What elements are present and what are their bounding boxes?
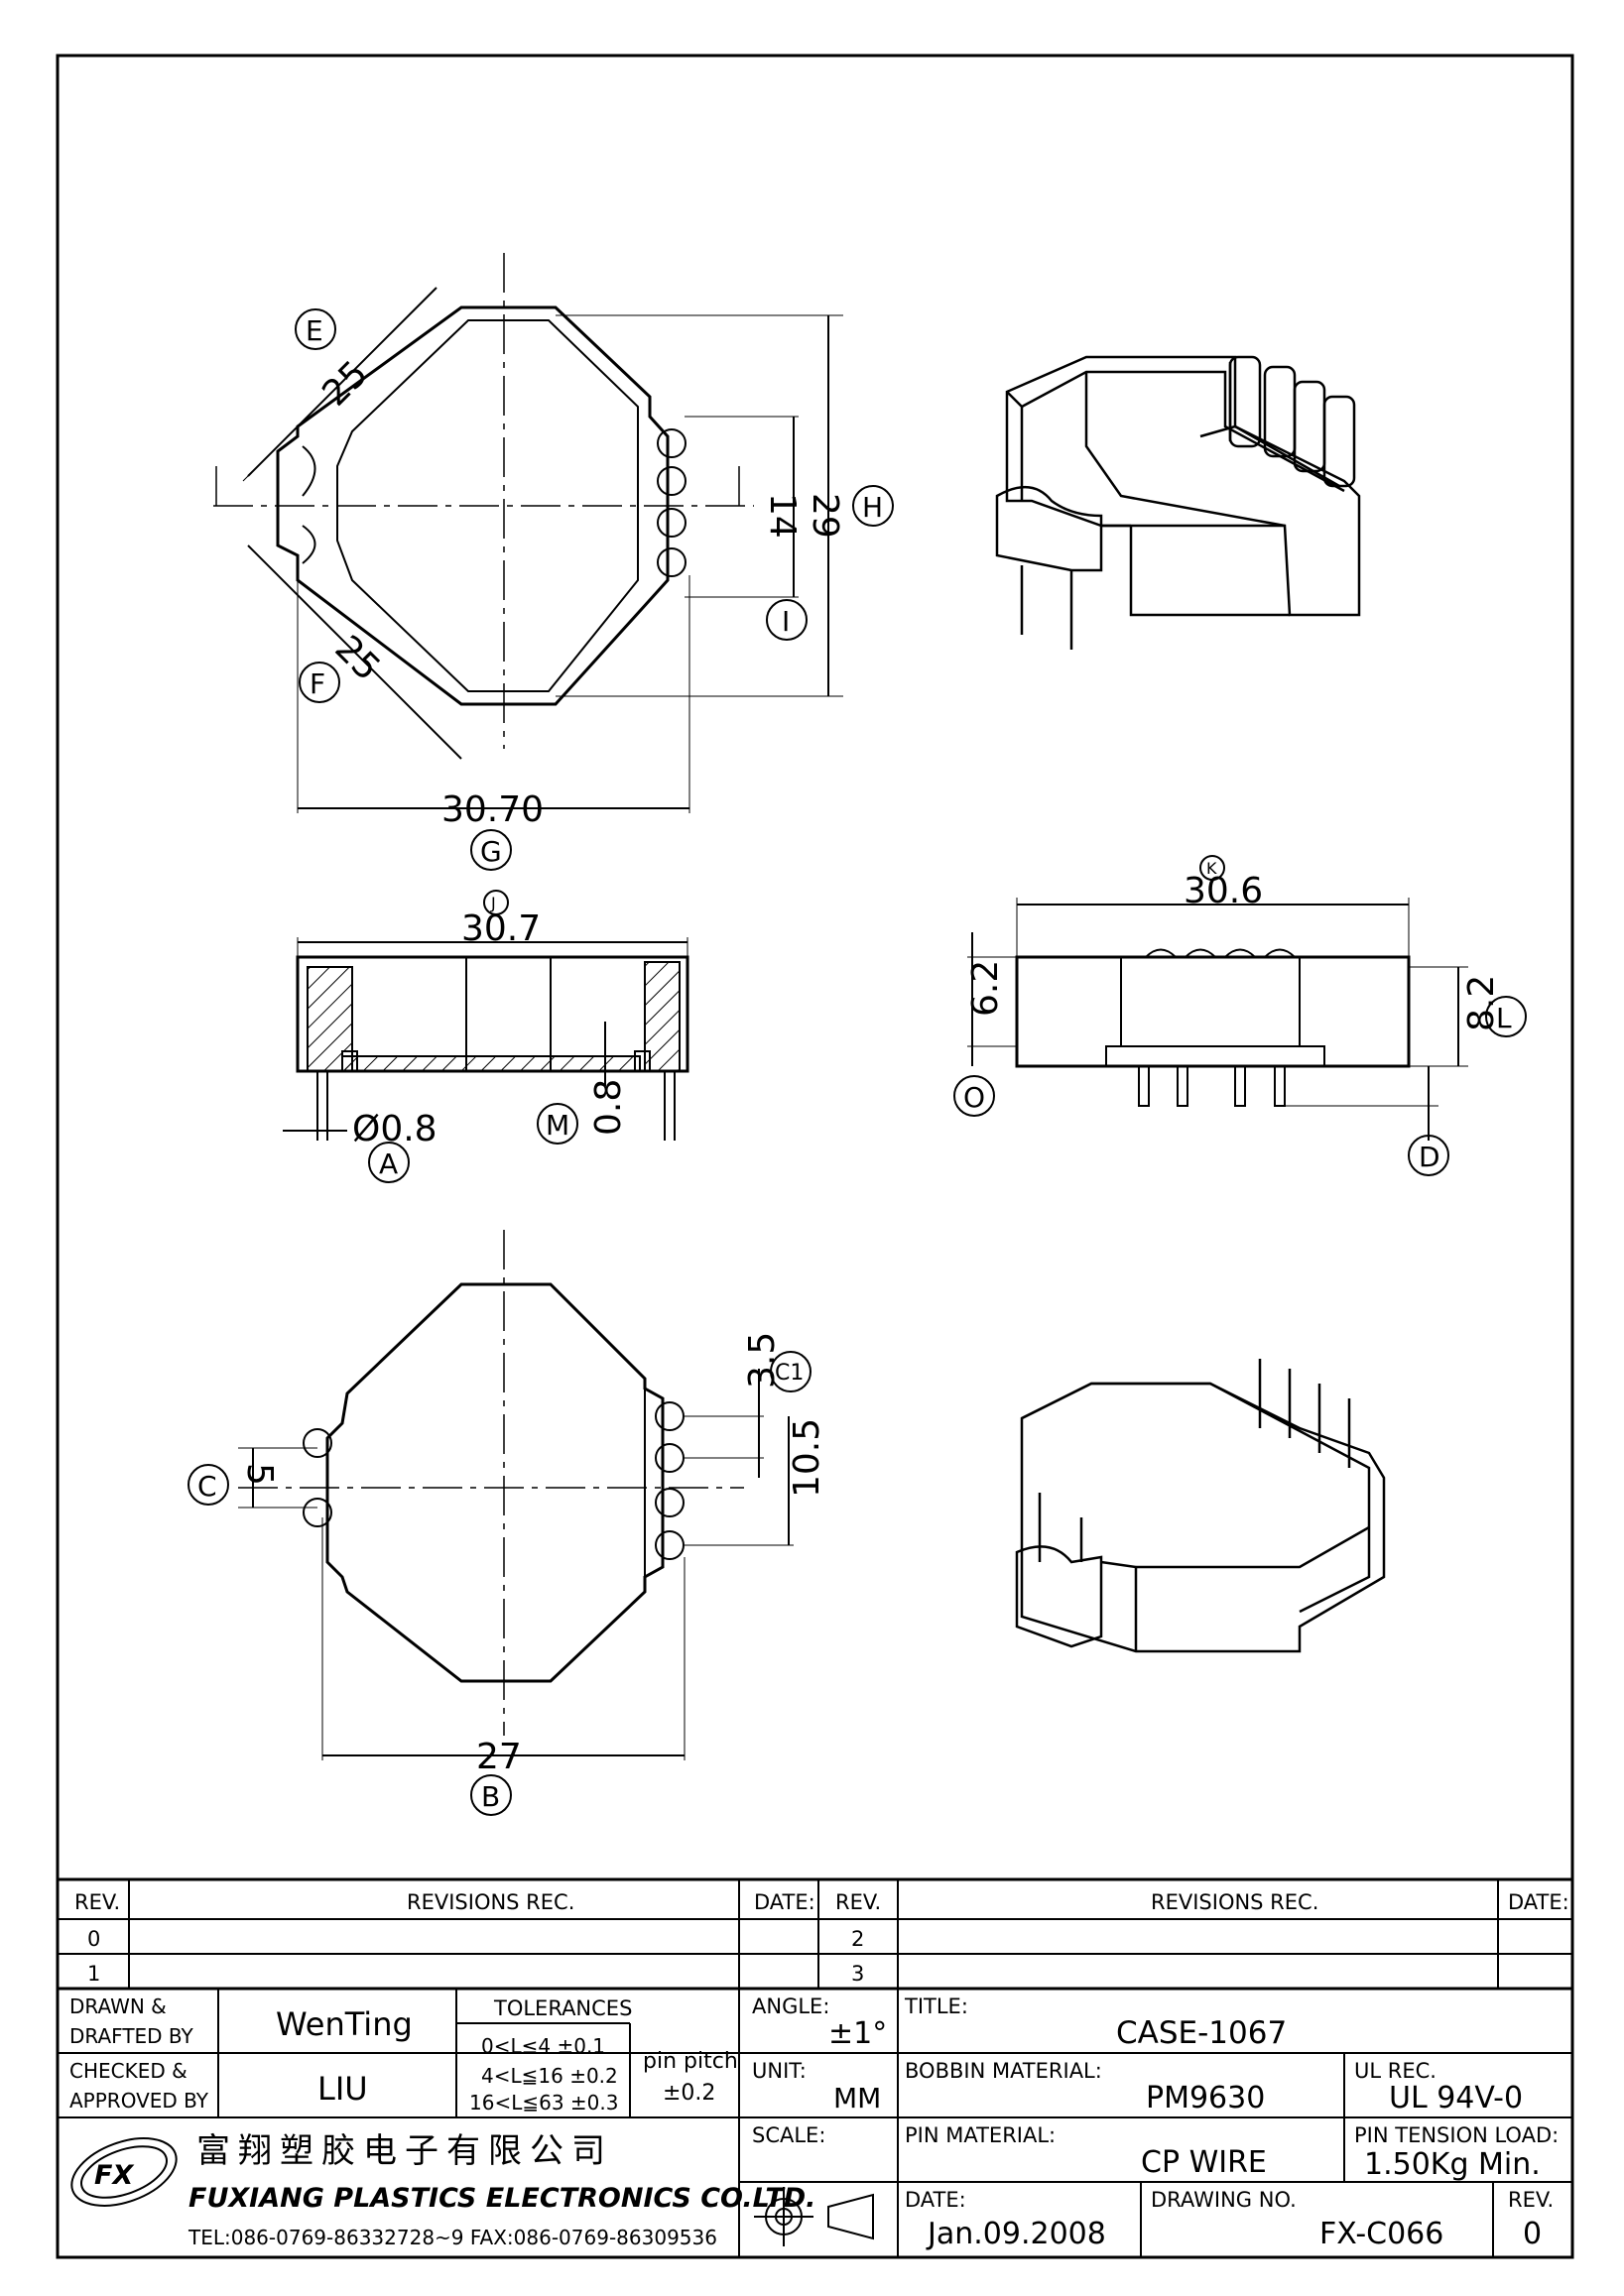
company-name-en: FUXIANG PLASTICS ELECTRONICS CO.LTD. xyxy=(188,2183,815,2214)
title-label: TITLE: xyxy=(904,1994,968,2018)
dim-c1-value: 3.5 xyxy=(742,1332,783,1389)
rev-label: REV. xyxy=(1508,2188,1554,2212)
date-header-right: DATE: xyxy=(1508,1890,1569,1914)
angle-value: ±1° xyxy=(828,2016,887,2051)
unit-label: UNIT: xyxy=(752,2059,807,2083)
dim-i-value: 14 xyxy=(762,493,803,539)
title-block: REV. REVISIONS REC. DATE: REV. REVISIONS… xyxy=(58,1877,1572,2257)
projection-symbol-icon xyxy=(754,2187,874,2246)
callout-l: L xyxy=(1496,1002,1512,1034)
dim-m-value: 0.8 xyxy=(588,1079,629,1136)
dim-e-value: 25 xyxy=(314,353,375,414)
callouts-top: E F G H I xyxy=(295,308,894,871)
drawing-border xyxy=(56,54,1574,2259)
dim-c-value: 5 xyxy=(239,1463,280,1486)
revisions-header-right: REVISIONS REC. xyxy=(1151,1890,1318,1914)
dim-g-value: 30.70 xyxy=(441,789,544,830)
pin-tension-value: 1.50Kg Min. xyxy=(1364,2147,1541,2182)
unit-value: MM xyxy=(833,2082,881,2115)
callout-f: F xyxy=(310,667,325,700)
checked-value: LIU xyxy=(317,2070,368,2108)
date-label: DATE: xyxy=(905,2188,966,2212)
company-logo-text: FX xyxy=(94,2160,134,2191)
callout-k: K xyxy=(1206,859,1217,878)
tolerance-2: 4<L≦16 ±0.2 xyxy=(481,2064,618,2088)
bobbin-material-value: PM9630 xyxy=(1146,2081,1265,2115)
callouts-bottom: C B C1 xyxy=(187,1351,812,1816)
callout-e: E xyxy=(306,314,323,347)
callout-i: I xyxy=(782,605,790,638)
rev-header-right: REV. xyxy=(835,1890,881,1914)
bobbin-material-label: BOBBIN MATERIAL: xyxy=(905,2059,1102,2083)
iso-view-top xyxy=(995,355,1361,650)
callout-b: B xyxy=(481,1780,500,1813)
company-name-cn: 富翔塑胶电子有限公司 xyxy=(196,2131,613,2171)
rev-row-2: 2 xyxy=(851,1927,864,1951)
front-view: 30.6 6.2 8.2 xyxy=(965,871,1502,1141)
rev-row-3: 3 xyxy=(851,1962,864,1986)
drawing-no-value: FX-C066 xyxy=(1319,2217,1443,2251)
pin-material-value: CP WIRE xyxy=(1141,2145,1267,2180)
title-value: CASE-1067 xyxy=(1116,2015,1287,2051)
rev-value: 0 xyxy=(1523,2217,1542,2251)
dim-k-value: 30.6 xyxy=(1184,871,1263,911)
callout-h: H xyxy=(862,491,883,524)
iso-view-bottom xyxy=(1015,1359,1386,1653)
rev-header-left: REV. xyxy=(74,1890,120,1914)
callout-g: G xyxy=(480,835,502,868)
callout-c1: C1 xyxy=(775,1361,804,1386)
rev-row-1: 1 xyxy=(87,1962,100,1986)
checked-label-1: CHECKED & xyxy=(69,2059,187,2083)
checked-label-2: APPROVED BY xyxy=(69,2089,209,2113)
ul-rec-label: UL REC. xyxy=(1354,2059,1437,2083)
dim-f-value: 25 xyxy=(326,628,387,688)
dim-j-value: 30.7 xyxy=(461,908,541,949)
revisions-header-left: REVISIONS REC. xyxy=(407,1890,574,1914)
dim-b-value: 27 xyxy=(476,1737,522,1777)
callout-c: C xyxy=(197,1470,217,1503)
company-contact: TEL:086-0769-86332728~9 FAX:086-0769-863… xyxy=(187,2226,717,2249)
company-logo-icon: FX xyxy=(70,2137,178,2207)
scale-label: SCALE: xyxy=(752,2123,825,2147)
side-view: 30.7 Ø0.8 0.8 xyxy=(283,908,689,1149)
angle-label: ANGLE: xyxy=(752,1994,829,2018)
bottom-view: 27 5 3.5 10.5 xyxy=(238,1230,827,1777)
dim-o-value: 6.2 xyxy=(965,960,1006,1017)
top-view-inner xyxy=(336,319,639,692)
callout-m: M xyxy=(546,1109,569,1142)
callout-j: J xyxy=(490,894,496,912)
pin-pitch-value: ±0.2 xyxy=(663,2081,715,2106)
date-header-left: DATE: xyxy=(754,1890,815,1914)
drawing-no-label: DRAWING NO. xyxy=(1151,2188,1297,2212)
dim-l-value: 8.2 xyxy=(1461,975,1502,1031)
callout-o: O xyxy=(963,1081,985,1114)
pin-tension-label: PIN TENSION LOAD: xyxy=(1354,2123,1559,2147)
tolerance-1: 0<L≤4 ±0.1 xyxy=(481,2034,605,2058)
ul-rec-value: UL 94V-0 xyxy=(1389,2081,1523,2115)
pin-material-label: PIN MATERIAL: xyxy=(905,2123,1056,2147)
drawn-value: WenTing xyxy=(276,2005,413,2043)
rev-row-0: 0 xyxy=(87,1927,100,1951)
drawn-label-2: DRAFTED BY xyxy=(69,2024,194,2048)
callouts-side: J A M xyxy=(368,890,578,1183)
callouts-front: K O L D xyxy=(953,855,1527,1176)
dim-pin-span-value: 10.5 xyxy=(787,1418,827,1498)
callout-d: D xyxy=(1419,1141,1440,1173)
dim-h-value: 29 xyxy=(805,493,845,539)
callout-a: A xyxy=(379,1148,398,1180)
tolerance-3: 16<L≦63 ±0.3 xyxy=(469,2091,618,2115)
date-value: Jan.09.2008 xyxy=(926,2217,1106,2251)
tolerances-title: TOLERANCES xyxy=(493,1996,632,2020)
top-view-outline xyxy=(276,305,670,706)
drawn-label-1: DRAWN & xyxy=(69,1994,167,2018)
pin-pitch-label: pin pitch xyxy=(643,2049,738,2074)
top-view-pins xyxy=(302,428,687,577)
